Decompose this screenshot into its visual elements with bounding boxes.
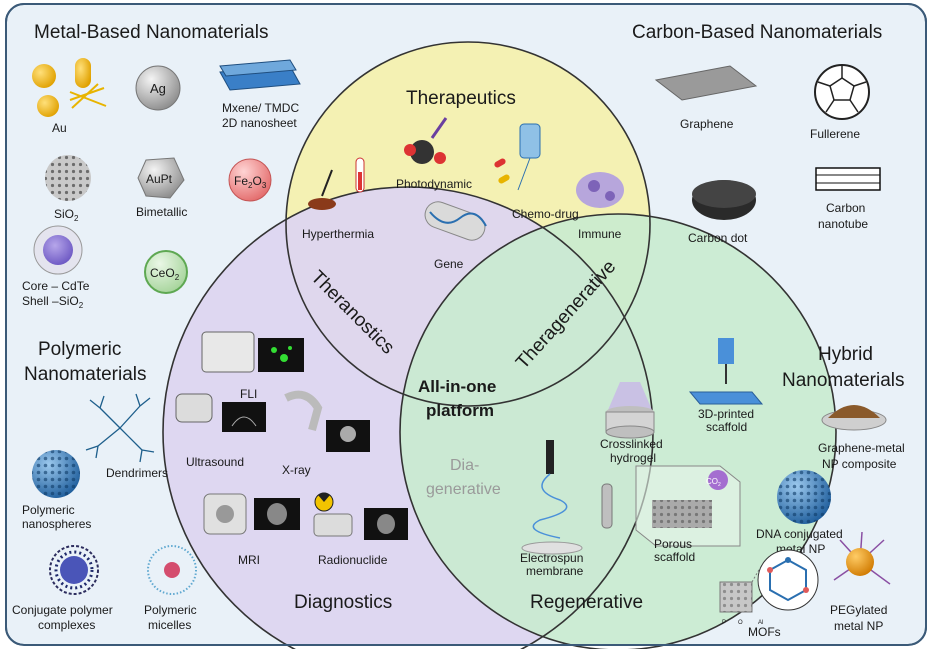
carbon-nanotube-icon <box>815 167 881 191</box>
xray-icon <box>284 390 370 452</box>
dendrimer-icon <box>85 393 155 463</box>
sio2-label: SiO2 <box>54 207 79 223</box>
diagenerative-label-1: Dia- <box>450 457 479 474</box>
nanospheres-label-1: Polymeric <box>22 503 75 517</box>
au-nanoparticles-icon <box>32 58 107 117</box>
nanospheres-label-2: nanospheres <box>22 517 91 531</box>
mri-icon <box>203 493 300 535</box>
carbon-title: Carbon-Based Nanomaterials <box>632 22 882 43</box>
mri-label: MRI <box>238 553 260 567</box>
photodynamic-label: Photodynamic <box>396 177 472 191</box>
micelles-label-2: micelles <box>148 618 191 632</box>
ceo2-label: CeO2 <box>150 266 180 282</box>
mof-network-icon <box>751 549 819 611</box>
au-label: Au <box>52 121 67 135</box>
porous-scaffold-icon <box>601 465 741 547</box>
fe2o3-label: Fe2O3 <box>234 174 267 190</box>
xray-label: X-ray <box>282 463 311 477</box>
hyperthermia-icon <box>308 157 365 210</box>
photodynamic-icon <box>404 117 448 164</box>
hydrogel-label-1: Crosslinked <box>600 437 663 451</box>
graphene-metal-label-1: Graphene-metal <box>818 441 905 455</box>
ceo2-nanoparticle-icon <box>144 250 188 294</box>
metal-title: Metal-Based Nanomaterials <box>34 22 268 43</box>
regenerative-title: Regenerative <box>530 592 643 613</box>
electrospun-label-2: membrane <box>526 564 584 578</box>
aupt-label: AuPt <box>146 172 173 186</box>
dendrimers-label: Dendrimers <box>106 466 168 480</box>
ultrasound-label: Ultrasound <box>186 455 244 469</box>
hybrid-title-2: Nanomaterials <box>782 370 905 391</box>
chemo-label: Chemo-drug <box>512 207 579 221</box>
fli-imaging-icon <box>201 331 304 373</box>
mof-cube-icon <box>719 581 753 613</box>
hydrogel-label-2: hydrogel <box>610 451 656 465</box>
polymer-complex-icon <box>49 545 99 595</box>
gene-label: Gene <box>434 257 464 271</box>
crosslinked-hydrogel-icon <box>605 382 655 439</box>
peg-label-2: metal NP <box>834 619 883 633</box>
center-label-1: All-in-one <box>418 377 496 396</box>
diagnostics-title: Diagnostics <box>294 592 392 613</box>
mxene-label-2: 2D nanosheet <box>222 116 297 130</box>
complex-label-1: Conjugate polymer <box>12 603 113 617</box>
pegylated-np-icon <box>833 531 891 585</box>
ag-nanoparticle-icon <box>135 65 181 111</box>
complex-label-2: complexes <box>38 618 95 632</box>
mof-legend-o: O <box>738 620 743 626</box>
gene-capsule-icon <box>424 201 487 241</box>
3d-printed-scaffold-icon <box>688 338 764 405</box>
porous-label-1: Porous <box>654 537 692 551</box>
core-shell-label-1: Core – CdTe <box>22 279 90 293</box>
ag-label: Ag <box>150 81 166 96</box>
therapeutics-title: Therapeutics <box>406 88 516 109</box>
electrospun-label-1: Electrospun <box>520 551 583 565</box>
center-label-2: platform <box>426 401 494 420</box>
electrospun-membrane-icon <box>521 440 583 555</box>
polymeric-title-2: Nanomaterials <box>24 364 147 385</box>
radionuclide-label: Radionuclide <box>318 553 388 567</box>
chemo-drug-icon <box>494 123 541 191</box>
graphene-sheet-icon <box>654 65 758 101</box>
graphene-metal-composite-icon <box>821 405 887 431</box>
fe2o3-nanoparticle-icon <box>228 158 272 202</box>
graphene-label: Graphene <box>680 117 734 131</box>
polymeric-title-1: Polymeric <box>38 339 121 360</box>
peg-label-1: PEGylated <box>830 603 887 617</box>
diagenerative-label-2: generative <box>426 481 501 498</box>
fullerene-label: Fullerene <box>810 127 860 141</box>
ultrasound-icon <box>175 393 266 432</box>
carbon-dot-label: Carbon dot <box>688 231 748 245</box>
mof-legend-p: P <box>722 620 726 626</box>
mof-legend-al: Al <box>758 620 763 626</box>
immune-cell-icon <box>576 172 624 208</box>
scaffold3d-label-1: 3D-printed <box>698 407 754 421</box>
cnt-label-2: nanotube <box>818 217 868 231</box>
fli-label: FLI <box>240 387 257 401</box>
mxene-nanosheet-icon <box>219 59 301 91</box>
cnt-label-1: Carbon <box>826 201 865 215</box>
scaffold3d-label-2: scaffold <box>706 420 747 434</box>
dna-label-1: DNA conjugated <box>756 527 843 541</box>
mofs-label: MOFs <box>748 625 781 639</box>
aupt-bimetallic-icon <box>137 157 185 199</box>
hybrid-title-1: Hybrid <box>818 344 873 365</box>
bimetallic-label: Bimetallic <box>136 205 187 219</box>
immune-label: Immune <box>578 227 622 241</box>
core-shell-label-2: Shell –SiO2 <box>22 294 84 310</box>
radionuclide-icon <box>313 492 408 540</box>
porous-label-2: scaffold <box>654 550 695 564</box>
polymeric-micelle-icon <box>147 545 197 595</box>
fullerene-icon <box>814 64 870 120</box>
co2-label: CO2 <box>706 477 721 488</box>
mxene-label-1: Mxene/ TMDC <box>222 101 299 115</box>
graphene-metal-label-2: NP composite <box>822 457 897 471</box>
micelles-label-1: Polymeric <box>144 603 197 617</box>
hyperthermia-label: Hyperthermia <box>302 227 374 241</box>
